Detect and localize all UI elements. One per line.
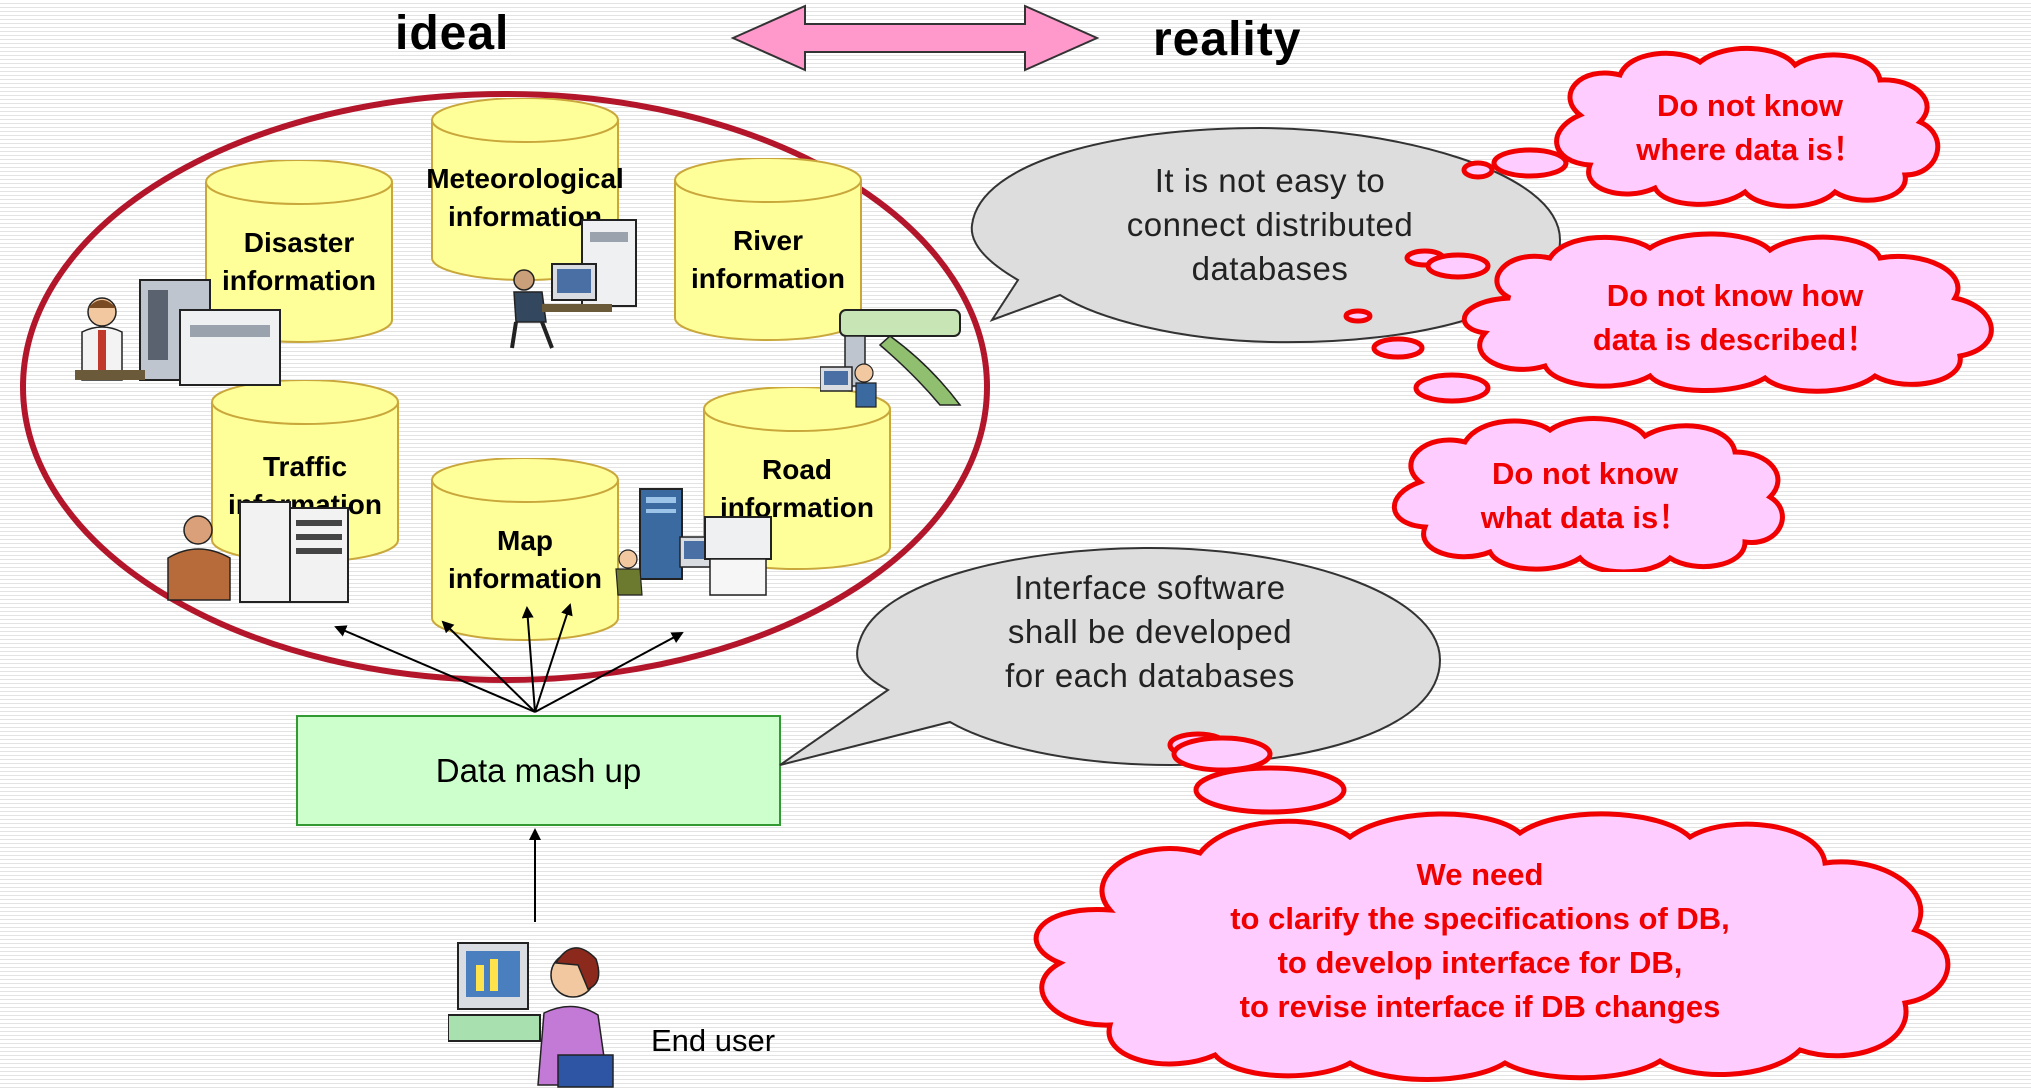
cloud-line: what data is！ xyxy=(1480,500,1690,535)
db-subtitle: information xyxy=(691,263,845,294)
speech-bubble-bottom-text: Interface software shall be developed fo… xyxy=(960,566,1340,698)
bubble-line: It is not easy to xyxy=(1154,162,1386,199)
cloud-line: to develop interface for DB, xyxy=(1277,945,1683,980)
cloud-what-data-is xyxy=(1391,416,1785,572)
database-icon xyxy=(431,458,619,641)
worker-with-plotter-icon xyxy=(820,309,962,408)
cloud-need-text: We need to clarify the specifications of… xyxy=(1120,853,1840,1029)
cloud-line: Do not know xyxy=(1492,456,1678,491)
cloud-where-data-is xyxy=(1554,45,1941,209)
ideal-ellipse xyxy=(20,91,990,683)
cloud-we-need xyxy=(1033,811,1951,1082)
db-title: Disaster xyxy=(243,227,355,258)
cloud-where-text: Do not know where data is！ xyxy=(1560,84,1940,172)
speech-bubble-bottom xyxy=(779,546,1442,767)
cloud-line: where data is！ xyxy=(1636,132,1864,167)
double-arrow xyxy=(730,4,1100,72)
db-title: Traffic xyxy=(262,451,348,482)
worker-with-printer-icon xyxy=(75,279,281,386)
cloud-line: to revise interface if DB changes xyxy=(1239,989,1721,1024)
speech-bubble-top xyxy=(970,126,1562,344)
cloud-line: data is described！ xyxy=(1592,322,1878,357)
database-icon xyxy=(674,158,862,341)
db-title: Road xyxy=(762,454,832,485)
db-subtitle: information xyxy=(448,563,602,594)
cloud-line: Do not know xyxy=(1657,88,1843,123)
bubble-line: shall be developed xyxy=(1007,613,1293,650)
cloud-what-text: Do not know what data is！ xyxy=(1395,452,1775,540)
bubble-line: connect distributed xyxy=(1126,206,1414,243)
worker-with-server-icon xyxy=(167,501,349,603)
db-title: Meteorological xyxy=(426,163,624,194)
db-title: River xyxy=(732,225,804,256)
db-disaster: Disaster information xyxy=(204,160,394,350)
cloud-how-described xyxy=(1461,231,1994,394)
end-user-label: End user xyxy=(651,1023,776,1058)
bubble-line: for each databases xyxy=(1005,657,1295,694)
reality-heading: reality xyxy=(1153,13,1302,66)
cloud-line: We need xyxy=(1416,857,1544,892)
end-user-icon xyxy=(448,942,614,1088)
bubble-line: Interface software xyxy=(1014,569,1286,606)
db-title: Map xyxy=(497,525,553,556)
cloud-line: to clarify the specifications of DB, xyxy=(1230,901,1730,936)
speech-bubble-top-text: It is not easy to connect distributed da… xyxy=(1050,159,1490,291)
data-mashup-box: Data mash up xyxy=(296,715,781,826)
cloud-how-text: Do not know how data is described！ xyxy=(1500,274,1970,362)
db-map: Map information xyxy=(430,458,620,648)
db-subtitle: information xyxy=(448,201,602,232)
cloud-line: Do not know how xyxy=(1606,278,1864,313)
db-subtitle: information xyxy=(222,265,376,296)
bubble-line: databases xyxy=(1191,250,1349,287)
ideal-heading: ideal xyxy=(395,7,510,60)
db-river: River information xyxy=(673,158,863,348)
worker-with-tower-pc-icon xyxy=(615,488,772,596)
worker-at-computer-icon xyxy=(510,219,637,349)
